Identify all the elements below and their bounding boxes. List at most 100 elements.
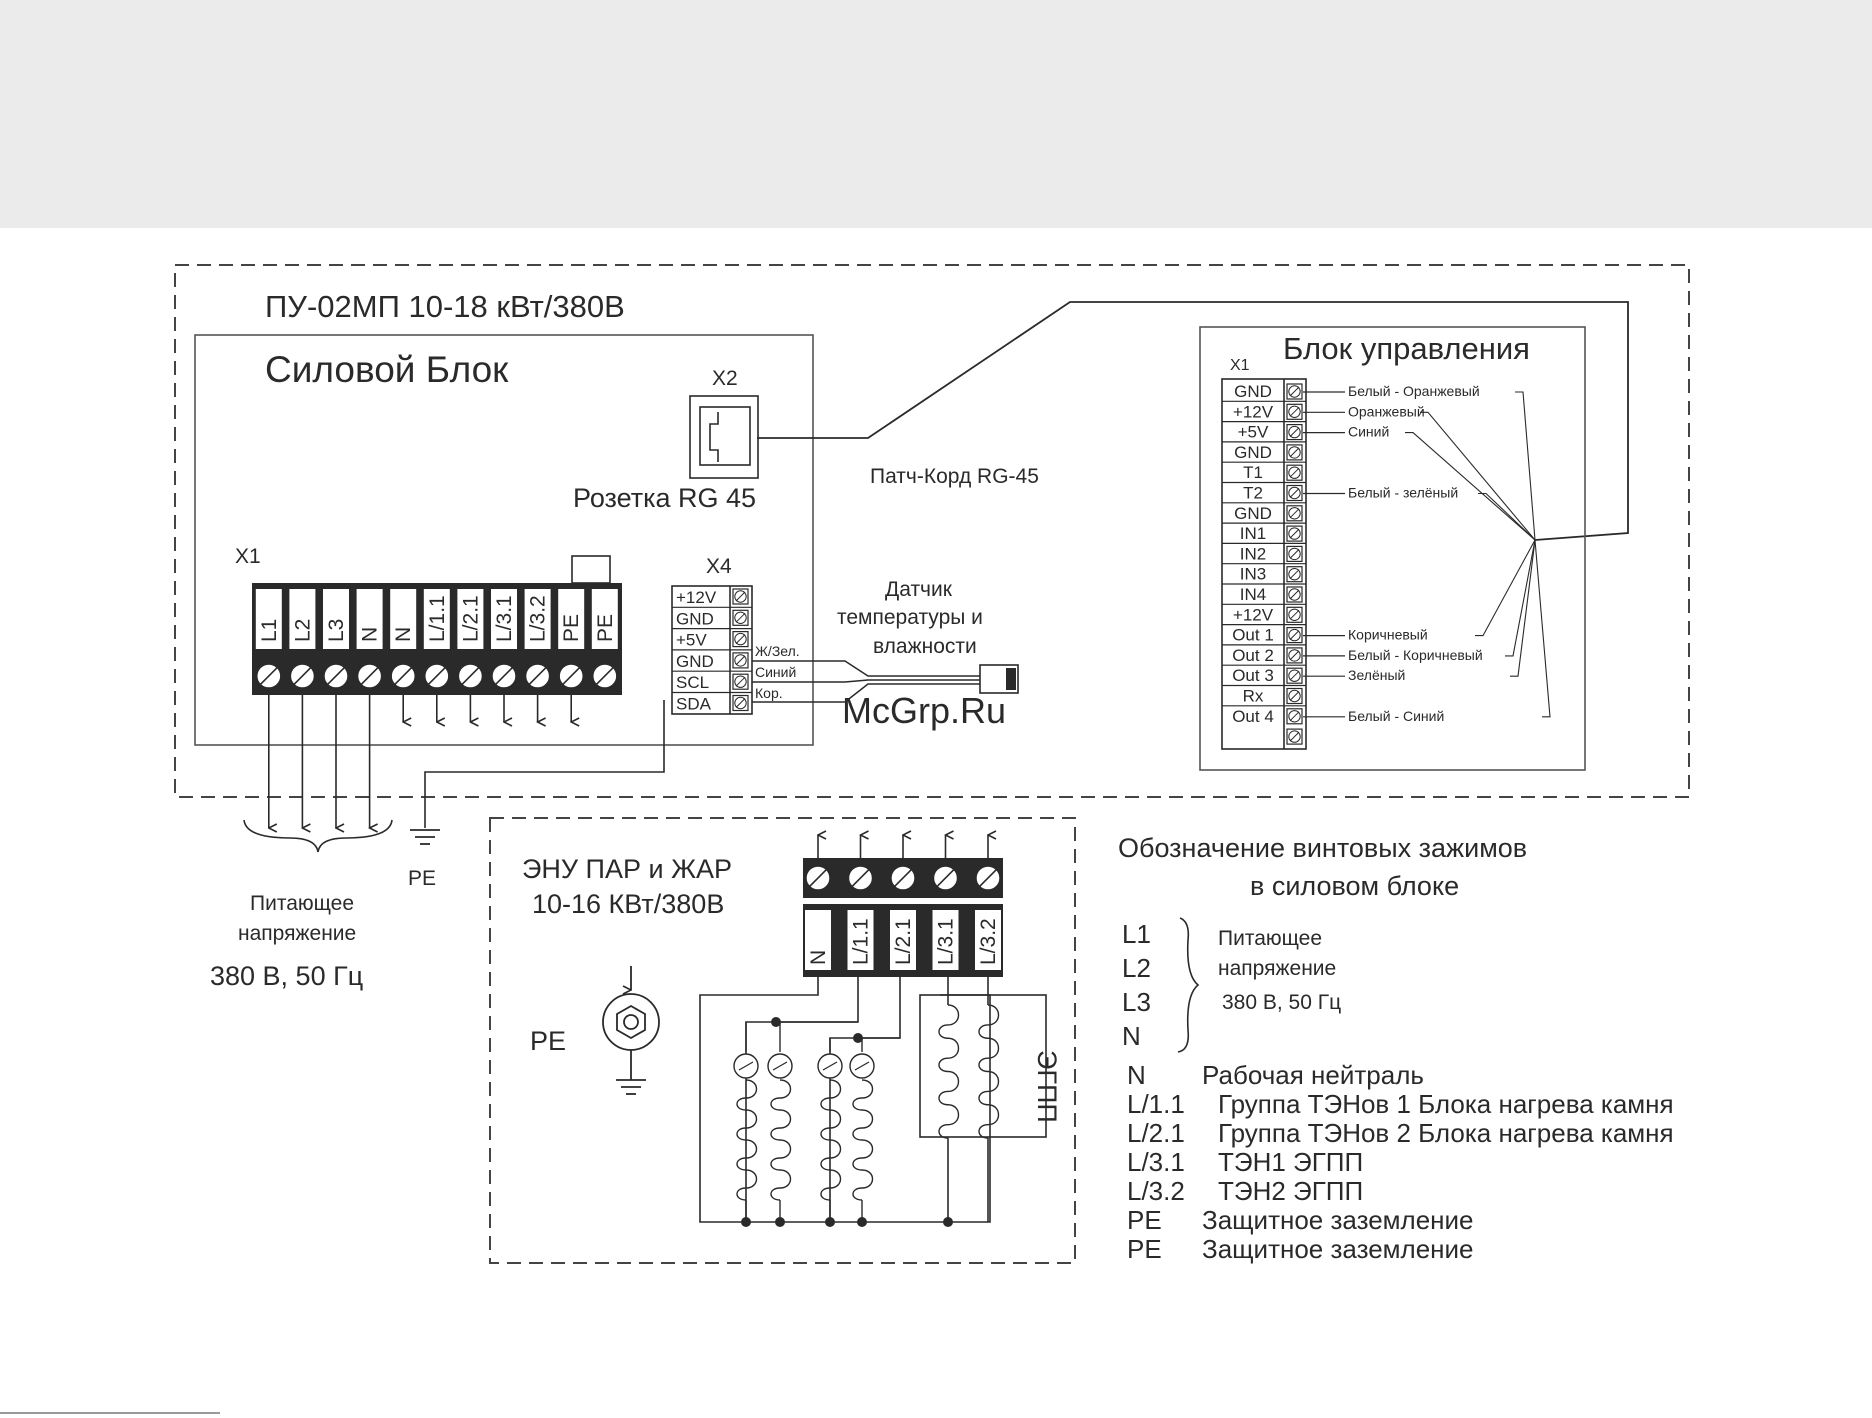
- legend-code: PE: [1127, 1234, 1162, 1264]
- control-block-frame: [1199, 326, 1586, 771]
- footer-line: [0, 1412, 220, 1414]
- x1-label-cell: [255, 589, 282, 649]
- control-pin-label: IN3: [1240, 565, 1266, 584]
- control-pin-label: +12V: [1233, 605, 1274, 624]
- control-pin-label: Out 2: [1232, 646, 1274, 665]
- x1-screw: [289, 663, 316, 689]
- x1-terminal-label: L/1.1: [426, 595, 449, 642]
- legend-title1: Обозначение винтовых зажимов: [1118, 833, 1527, 863]
- x1-terminal-label: PE: [594, 614, 617, 642]
- harness-wire: [1478, 492, 1536, 541]
- control-pin-screw: [1286, 383, 1303, 400]
- legend-code: N: [1127, 1060, 1146, 1090]
- x1-label-cell: [457, 589, 484, 649]
- control-pin-screw: [1286, 424, 1303, 441]
- legend-phase: L1: [1122, 919, 1151, 949]
- egpp-label: ЭГПП: [1032, 1050, 1062, 1123]
- legend-code: PE: [1127, 1205, 1162, 1235]
- x1-screw: [256, 663, 282, 689]
- x1-terminal-label: N: [359, 627, 382, 642]
- control-pin-label: GND: [1234, 382, 1272, 401]
- wire-junction: [775, 1217, 785, 1227]
- legend-description: Группа ТЭНов 1 Блока нагрева камня: [1218, 1089, 1674, 1119]
- control-pin-screw: [1286, 505, 1303, 522]
- heater-label-cell: [932, 910, 959, 970]
- legend-description: Защитное заземление: [1202, 1234, 1474, 1264]
- legend-code: L/3.2: [1127, 1176, 1185, 1206]
- legend-code: L/1.1: [1127, 1089, 1185, 1119]
- thermal-fuse-icon: [849, 1053, 875, 1079]
- x4-label: X4: [706, 555, 732, 578]
- x1-terminal-label: L/3.1: [493, 595, 516, 642]
- x4-pin-label: +12V: [676, 588, 717, 607]
- x4-screw: [732, 630, 749, 648]
- x4-wire-color: Кор.: [755, 685, 783, 701]
- harness-wire: [1420, 411, 1536, 541]
- heating-element-coil: [938, 1004, 960, 1139]
- control-pin-label: Out 1: [1232, 626, 1274, 645]
- sensor-cable: [752, 660, 980, 677]
- x4-pin-label: SCL: [676, 673, 709, 692]
- x1-label-cell: [289, 589, 316, 649]
- x1-terminal-label: L2: [291, 619, 314, 642]
- legend-phase: L3: [1122, 987, 1151, 1017]
- control-pin-screw: [1286, 708, 1303, 725]
- heater-label-cell: [805, 910, 831, 970]
- legend-phase: N: [1122, 1021, 1141, 1051]
- supply-brace: [243, 819, 393, 853]
- legend-description: ТЭН2 ЭГПП: [1218, 1176, 1363, 1206]
- supply-pe-label: PE: [408, 867, 436, 890]
- heater-label-cell: [890, 910, 916, 970]
- harness-wire: [1405, 432, 1536, 541]
- control-pin-screw: [1286, 403, 1303, 420]
- legend-code: L/2.1: [1127, 1118, 1185, 1148]
- control-wire-label: Белый - Коричневый: [1348, 647, 1483, 663]
- x4-screw: [732, 588, 749, 605]
- control-pin-screw: [1286, 667, 1303, 684]
- sensor-line2: температуры и: [837, 606, 983, 629]
- sensor-cable-2: [752, 679, 980, 683]
- pe-stud-icon: [602, 966, 660, 1095]
- legend-code: L/3.1: [1127, 1147, 1185, 1177]
- patch-cord-wire: [757, 301, 1629, 541]
- x2-label: X2: [712, 367, 738, 390]
- x1-screw: [356, 663, 383, 689]
- control-pin-screw: [1286, 464, 1303, 481]
- heater-screw: [890, 865, 916, 891]
- control-pin-screw: [1286, 566, 1303, 583]
- x1-label-cell: [390, 589, 417, 649]
- wire-junction: [741, 1217, 751, 1227]
- control-pin-label: Out 3: [1232, 666, 1274, 685]
- x4-pin-label: SDA: [676, 695, 712, 714]
- x4-pin-label: +5V: [676, 631, 707, 650]
- x1-label-cell: [558, 589, 585, 649]
- x1-screw: [390, 663, 416, 689]
- x4-pin-label: GND: [676, 609, 714, 628]
- heater-terminal-label: L/2.1: [892, 918, 915, 965]
- legend-title2: в силовом блоке: [1250, 871, 1459, 901]
- legend-description: Рабочая нейтраль: [1202, 1060, 1424, 1090]
- power-x1-label: X1: [235, 545, 261, 568]
- legend-supply3: 380 В, 50 Гц: [1222, 991, 1341, 1014]
- x1-label-cell: [524, 589, 551, 649]
- heater-line2: 10-16 КВт/380В: [532, 889, 724, 919]
- x2-socket-name: Розетка RG 45: [573, 483, 756, 513]
- control-pin-label: T2: [1243, 484, 1263, 503]
- pe-bridge: [571, 555, 611, 584]
- heater-terminal-label: N: [807, 950, 830, 965]
- control-x1-label: X1: [1230, 357, 1250, 374]
- control-wire-label: Белый - Синий: [1348, 708, 1444, 724]
- x1-terminal-label: PE: [560, 614, 583, 642]
- legend-description: Защитное заземление: [1202, 1205, 1474, 1235]
- thermal-fuse-icon: [767, 1053, 793, 1079]
- watermark: McGrp.Ru: [842, 690, 1006, 731]
- control-wire-label: Синий: [1348, 424, 1389, 440]
- legend-phase: L2: [1122, 953, 1151, 983]
- x1-terminal-label: L1: [258, 619, 281, 642]
- heating-element-coil: [770, 1079, 792, 1201]
- control-pin-screw: [1286, 728, 1303, 745]
- outer-enclosure: [174, 264, 1690, 798]
- x4-screw: [732, 609, 749, 626]
- pe-ground-wire: [424, 700, 665, 828]
